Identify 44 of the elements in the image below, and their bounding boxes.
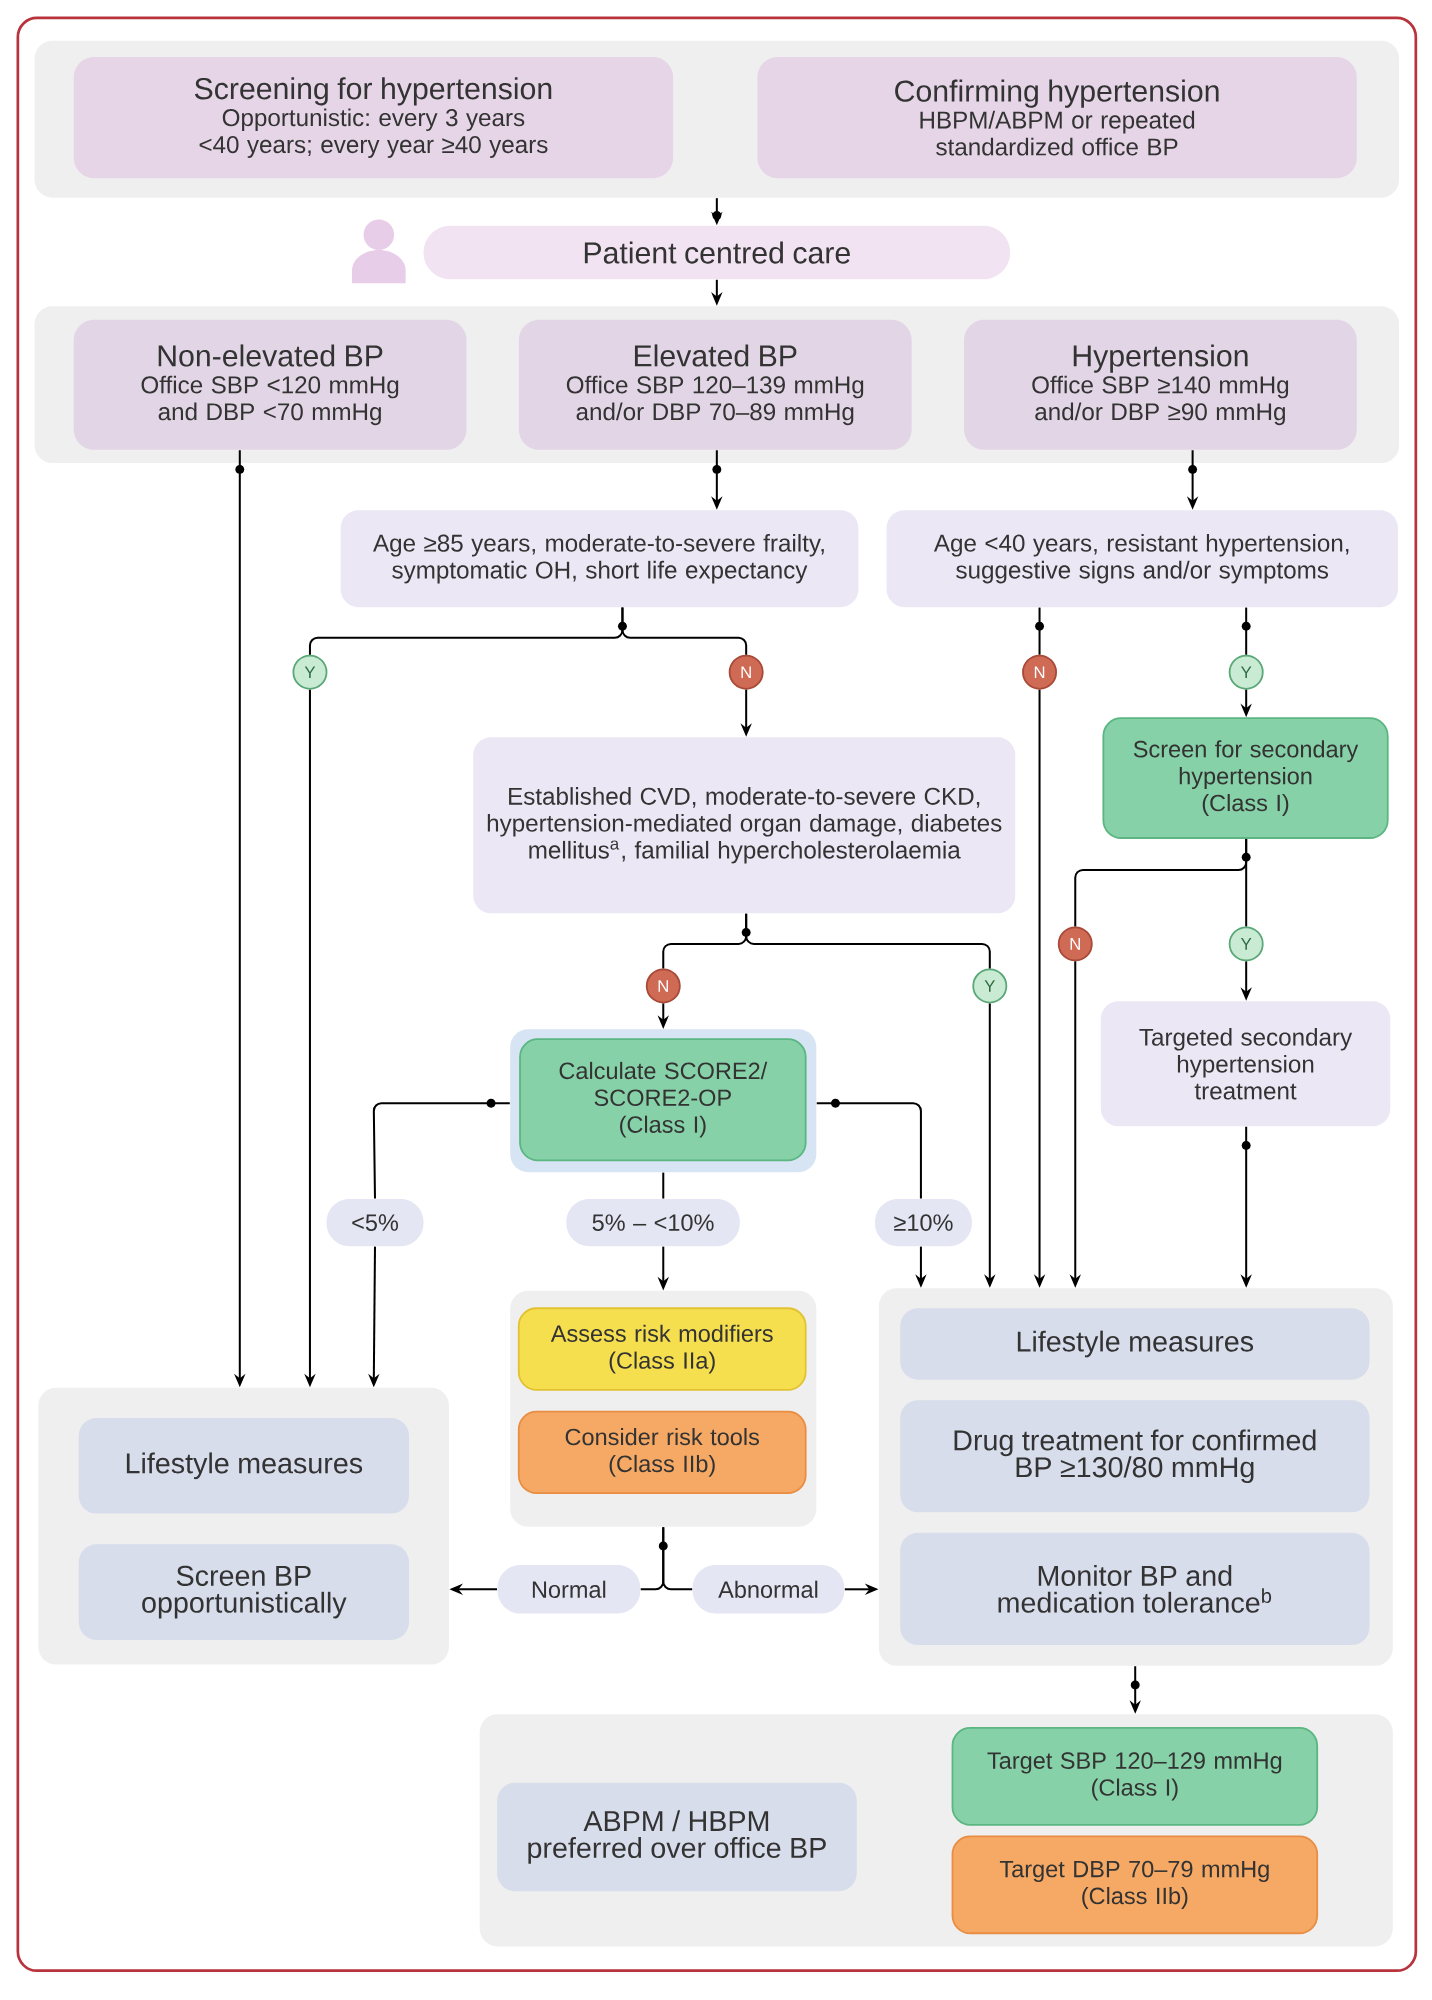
action-box: Lifestyle measures xyxy=(899,1308,1370,1380)
action-box: Drug treatment for confirmed BP ≥130/80 mmHg xyxy=(899,1400,1370,1513)
risk-pill: Abnormal xyxy=(692,1565,845,1614)
process-box: Assess risk modifiers (Class IIa) xyxy=(517,1307,807,1391)
decision-badge: N xyxy=(728,654,764,690)
decision-badge: Y xyxy=(292,654,328,690)
condition-box: Established CVD, moderate-to-severe CKD, hypertension-mediated organ damage, diabetes mellitus$^{a}$, familial hypercholesterolaemia xyxy=(473,737,1016,914)
process-box: Consider risk tools (Class IIb) xyxy=(517,1410,807,1495)
connector xyxy=(372,1102,510,1199)
action-box: Monitor BP and medication tolerance$^{b}$ xyxy=(899,1532,1370,1645)
connector xyxy=(662,1527,692,1591)
decision-badge: Y xyxy=(972,968,1008,1004)
decision-badge: N xyxy=(645,968,681,1004)
risk-pill: ≥10% xyxy=(874,1199,972,1247)
condition-box: Targeted secondary hypertension treatment xyxy=(1100,1001,1391,1127)
connector xyxy=(1245,607,1247,655)
decision-badge: Y xyxy=(1228,654,1264,690)
process-box: Patient centred care xyxy=(423,225,1010,280)
process-box: Confirming hypertension HBPM/ABPM or repeated standardized office BP xyxy=(757,57,1357,179)
connector xyxy=(1038,607,1041,655)
risk-pill: Normal xyxy=(497,1565,641,1614)
action-box: Screen BP opportunistically xyxy=(78,1544,409,1640)
connector xyxy=(745,913,991,969)
decision-badge: Y xyxy=(1228,926,1264,962)
risk-pill: 5% – <10% xyxy=(566,1199,740,1247)
connector xyxy=(621,607,747,655)
category-box: Non-elevated BP Office SBP <120 mmHg and DBP <70 mmHg xyxy=(73,319,467,450)
risk-pill: <5% xyxy=(326,1199,424,1247)
category-box: Hypertension Office SBP ≥140 mmHg and/or DBP ≥90 mmHg xyxy=(963,319,1357,450)
action-box: ABPM / HBPM preferred over office BP xyxy=(496,1782,857,1892)
decision-badge: N xyxy=(1057,926,1093,962)
process-box: Screen for secondary hypertension (Class I) xyxy=(1102,717,1389,839)
process-box: Calculate SCORE2/ SCORE2-OP (Class I) xyxy=(518,1038,807,1162)
connector xyxy=(1245,838,1247,927)
connector xyxy=(816,1102,922,1199)
condition-box: Age <40 years, resistant hypertension, suggestive signs and/or symptoms xyxy=(886,510,1398,608)
process-box: Target DBP 70–79 mmHg (Class IIb) xyxy=(951,1835,1318,1935)
process-box: Target SBP 120–129 mmHg (Class I) xyxy=(951,1727,1318,1826)
category-box: Elevated BP Office SBP 120–139 mmHg and/or DBP 70–89 mmHg xyxy=(518,319,912,450)
process-box: Screening for hypertension Opportunistic: every 3 years <40 years; every year ≥40 years xyxy=(73,57,673,179)
action-box: Lifestyle measures xyxy=(78,1417,409,1514)
decision-badge: N xyxy=(1021,654,1057,690)
condition-box: Age ≥85 years, moderate-to-severe frailty, symptomatic OH, short life expectancy xyxy=(340,510,859,608)
connector xyxy=(662,1172,665,1199)
